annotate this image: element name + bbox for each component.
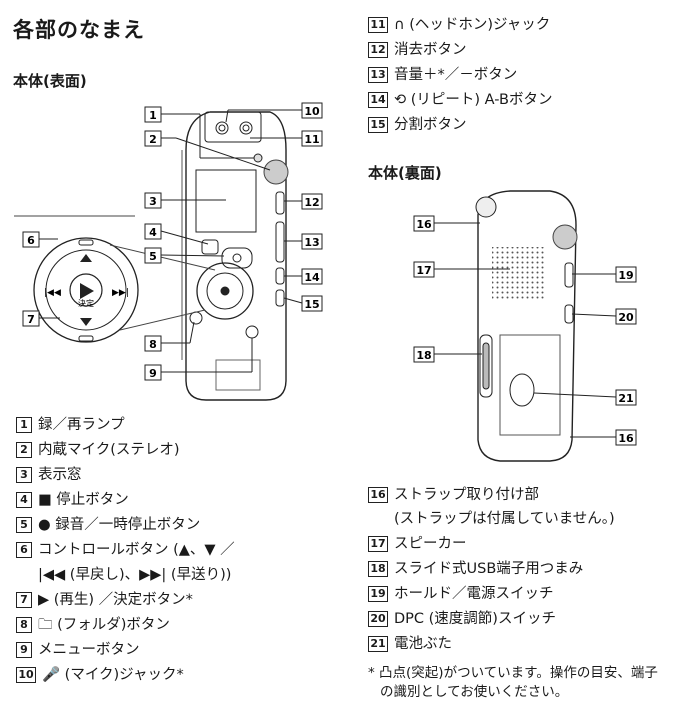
svg-text:1: 1 [149,109,157,122]
svg-text:14: 14 [304,271,320,284]
back-heading: 本体(裏面) [368,164,442,182]
front-heading: 本体(表面) [13,72,87,90]
rewind-label: |◀◀ [44,288,61,298]
svg-text:17: 17 [416,264,431,277]
list-item: 10🎤 (マイク)ジャック* [16,666,184,684]
list-item: 14⟲ (リピート) A-Bボタン [368,91,552,109]
svg-text:12: 12 [304,196,319,209]
svg-text:20: 20 [618,311,634,324]
svg-text:5: 5 [149,250,157,263]
svg-text:16: 16 [416,218,432,231]
footnote-line-2: の識別としてお使いください。 [380,684,569,700]
list-item: 5● 録音／一時停止ボタン [16,516,200,534]
svg-text:7: 7 [27,313,35,326]
front-device-diagram: |◀◀ ▶▶| 決定 1 2 3 4 5 6 7 8 9 10 11 12 13… [14,102,323,401]
svg-text:9: 9 [149,367,157,380]
back-callouts: 16 17 18 19 20 21 16 [413,215,637,446]
list-item: 11∩ (ヘッドホン)ジャック [368,16,550,34]
enter-label: 決定 [78,298,94,308]
page-title: 各部のなまえ [13,18,145,42]
svg-text:11: 11 [304,133,319,146]
svg-text:4: 4 [149,226,157,239]
svg-text:2: 2 [149,133,157,146]
footnote-line-1: * 凸点(突起)がついています。操作の目安、端子 [368,665,658,681]
list-item: 4■ 停止ボタン [16,491,129,509]
svg-text:3: 3 [149,195,157,208]
svg-text:21: 21 [618,392,633,405]
svg-text:8: 8 [149,338,157,351]
svg-text:18: 18 [416,349,431,362]
svg-text:15: 15 [304,298,319,311]
svg-text:10: 10 [304,105,320,118]
list-item-continuation: |◀◀ (早戻し)、▶▶| (早送り)) [38,567,232,583]
list-item: 7▶ (再生) ／決定ボタン* [16,591,193,609]
forward-label: ▶▶| [112,288,129,298]
list-item: 8🗀 (フォルダ)ボタン [16,616,170,634]
svg-text:19: 19 [618,269,633,282]
svg-text:16: 16 [618,432,634,445]
svg-text:13: 13 [304,236,319,249]
list-item-continuation: (ストラップは付属していません。) [394,511,615,527]
svg-text:6: 6 [27,234,35,247]
